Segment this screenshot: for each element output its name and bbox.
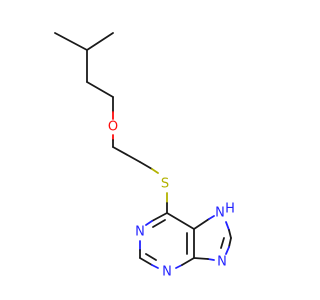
nitrogen-n9-label: N xyxy=(217,255,227,270)
bond-c2-c3 xyxy=(86,32,114,51)
bond-c8-n9 xyxy=(228,237,232,248)
bond-c7-s xyxy=(139,161,153,170)
nitrogen-n3-label: N xyxy=(162,265,172,280)
bond-n9-c4-hetero xyxy=(207,258,215,261)
bond-n3-c4 xyxy=(181,257,195,266)
bond-c2-n3-hetero xyxy=(151,264,159,269)
bond-c1-c2 xyxy=(54,32,88,51)
bond-c8-n9-double xyxy=(220,237,225,249)
bond-c6-c7 xyxy=(112,146,141,163)
bond-n3-c4-hetero xyxy=(175,264,183,269)
bond-c5p-c6 xyxy=(166,212,195,230)
structure-drawing: O S N N N H N xyxy=(54,32,235,280)
bond-c4-c5 xyxy=(86,81,114,98)
bond-n7-c8 xyxy=(228,229,232,239)
bond-c6-n1 xyxy=(151,212,168,222)
bond-c7-s-hetero xyxy=(151,168,159,174)
bond-c6-n1-hetero xyxy=(145,220,153,226)
oxygen-label: O xyxy=(108,120,118,135)
molecule-diagram: O S N N N H N xyxy=(54,32,235,280)
bond-n7-c8-hetero xyxy=(225,221,230,231)
hydrogen-h7-label: H xyxy=(225,202,235,217)
bond-c2-n3 xyxy=(139,257,153,266)
bond-c8-n9-hetero xyxy=(225,246,230,255)
bond-c2-n3-double xyxy=(145,253,157,261)
bond-c5p-n7 xyxy=(193,218,210,230)
bond-n9-c4 xyxy=(193,257,209,260)
nitrogen-n7-label: N xyxy=(215,206,225,221)
bond-c5p-n7-hetero xyxy=(208,215,215,220)
nitrogen-n1-label: N xyxy=(135,225,145,240)
sulfur-label: S xyxy=(161,177,169,192)
bond-c6-n1-double xyxy=(152,219,166,228)
